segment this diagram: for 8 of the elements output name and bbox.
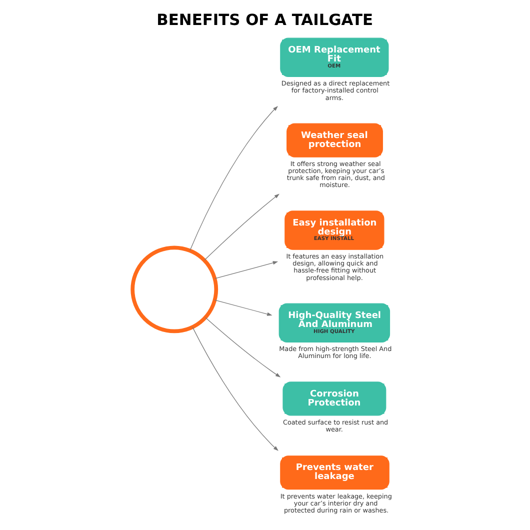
arrow: [205, 317, 281, 378]
arrow: [214, 300, 272, 316]
arrow: [204, 194, 280, 260]
node-circle: [130, 246, 218, 334]
arrow: [190, 106, 278, 251]
arrow: [214, 261, 278, 279]
diagram-title: BENEFITS OF A TAILGATE: [156, 11, 374, 30]
arrow: [192, 326, 278, 451]
